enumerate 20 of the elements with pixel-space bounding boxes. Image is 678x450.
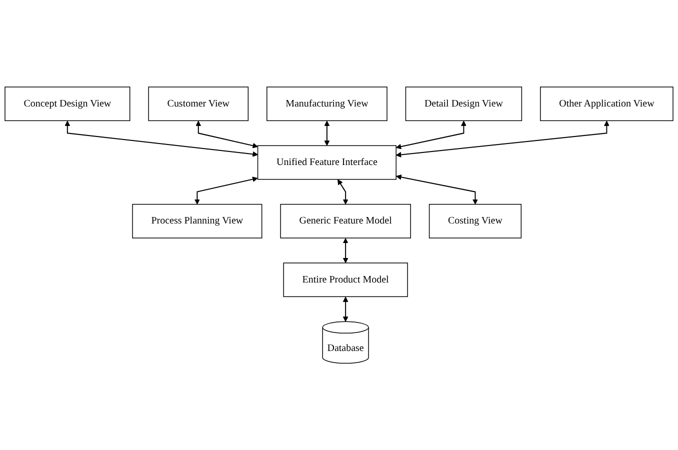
node-box: Unified Feature Interface — [257, 145, 396, 180]
node-box: Manufacturing View — [266, 86, 388, 121]
node-box: Customer View — [148, 86, 249, 121]
arrow — [342, 238, 348, 264]
arrow — [196, 120, 258, 148]
arrow — [64, 120, 258, 157]
node-box: Generic Feature Model — [280, 204, 411, 238]
arrow — [194, 176, 258, 204]
arrow — [342, 296, 348, 322]
arrow — [396, 120, 466, 150]
node-box: Other Application View — [540, 86, 674, 121]
node-box: Concept Design View — [4, 86, 130, 121]
arrow — [396, 120, 610, 158]
node-box: Detail Design View — [405, 86, 522, 121]
node-box: Costing View — [428, 204, 522, 238]
arrow — [324, 120, 330, 146]
arrow — [396, 174, 478, 204]
node-box: Entire Product Model — [283, 262, 408, 297]
node-box: Process Planning View — [132, 204, 262, 238]
arrow — [338, 179, 348, 204]
